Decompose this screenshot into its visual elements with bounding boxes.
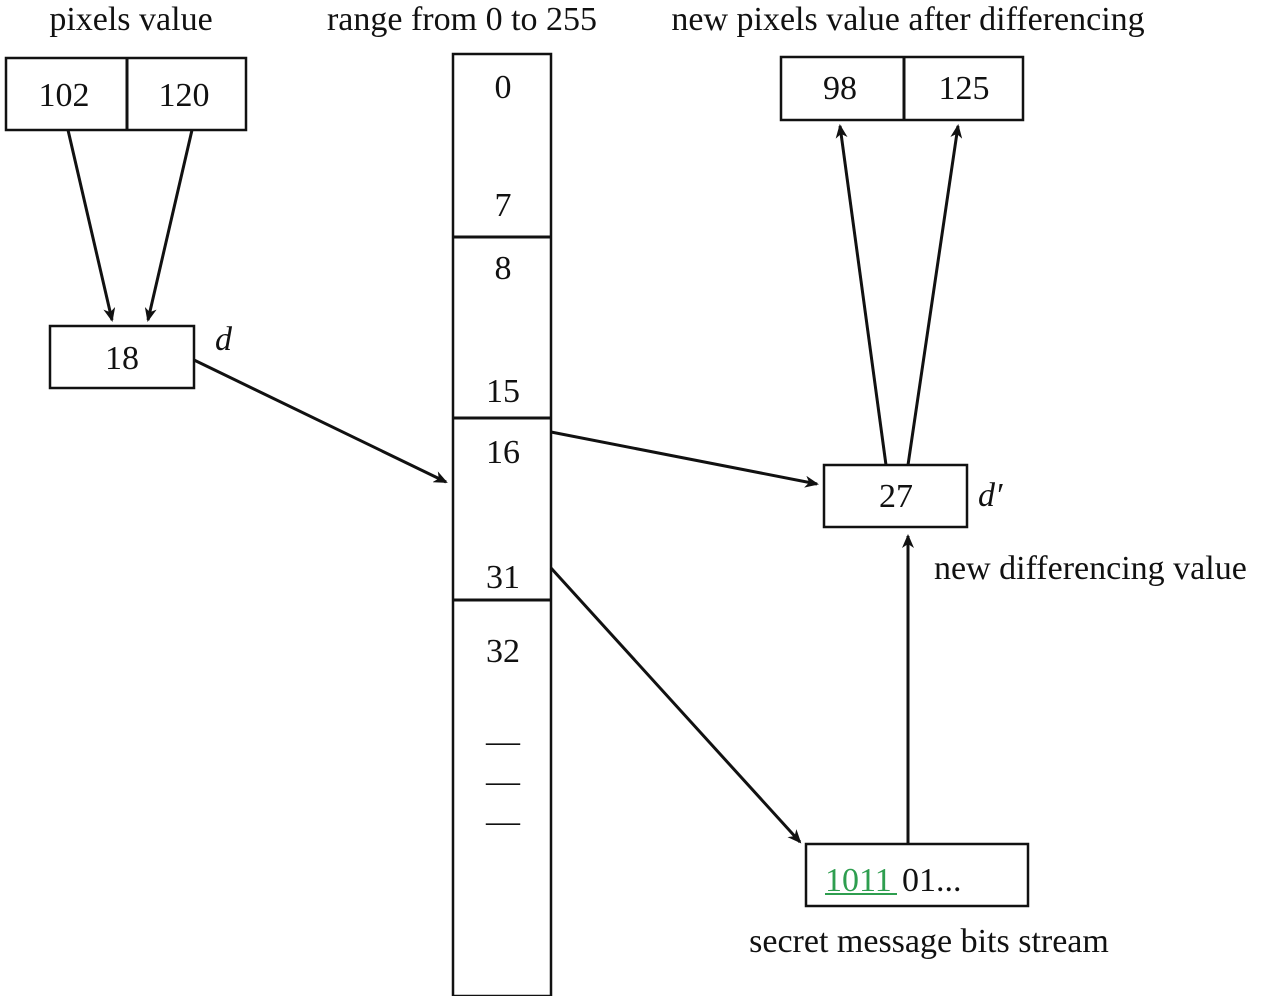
range-label: range from 0 to 255 <box>327 1 597 38</box>
secret-bits-box <box>804 842 1030 908</box>
new-pixel-pair-frame <box>779 55 1025 122</box>
secret-bits-highlighted: 1011 <box>825 862 892 899</box>
arrow-new-difference-to-pixel1 <box>835 124 888 466</box>
range-1-end: 7 <box>495 187 512 224</box>
arrow-range-to-new-difference <box>550 430 819 488</box>
d-label: d <box>215 321 233 358</box>
pixels-value-label: pixels value <box>49 1 212 38</box>
pixel-value-1: 102 <box>39 77 90 114</box>
range-4-start: 32 <box>486 633 520 670</box>
arrow-pixel2-to-difference <box>144 129 194 322</box>
range-2-end: 15 <box>486 373 520 410</box>
range-continuation-2: — <box>485 763 521 800</box>
d-prime-label: d′ <box>978 477 1003 514</box>
pixel-pair-box: 102 120 <box>4 56 248 132</box>
range-3-end: 31 <box>486 559 520 596</box>
arrow-range-to-secret-bits <box>549 566 802 844</box>
new-differencing-label: new differencing value <box>934 550 1247 587</box>
range-continuation-3: — <box>485 803 521 840</box>
new-pixel-pair-box: 98 125 <box>779 55 1025 122</box>
difference-value: 18 <box>105 340 139 377</box>
new-difference-box <box>822 463 969 529</box>
secret-stream-label: secret message bits stream <box>749 923 1109 960</box>
secret-bits-rest: 01... <box>902 862 962 899</box>
arrow-difference-to-range <box>193 358 448 484</box>
range-column-frame <box>451 52 553 996</box>
range-1-start: 0 <box>495 69 512 106</box>
new-pixel-value-2: 125 <box>939 70 990 107</box>
range-column: 0 7 8 15 16 31 32 — — — <box>451 52 553 996</box>
new-pixels-label: new pixels value after differencing <box>671 1 1144 38</box>
pixel-value-2: 120 <box>159 77 210 114</box>
difference-box <box>48 324 196 390</box>
new-pixel-value-1: 98 <box>823 70 857 107</box>
range-2-start: 8 <box>495 250 512 287</box>
new-difference-value: 27 <box>879 478 913 515</box>
range-continuation-1: — <box>485 723 521 760</box>
range-3-start: 16 <box>486 434 520 471</box>
arrow-new-difference-to-pixel2 <box>906 124 963 466</box>
arrow-pixel1-to-difference <box>66 129 116 322</box>
